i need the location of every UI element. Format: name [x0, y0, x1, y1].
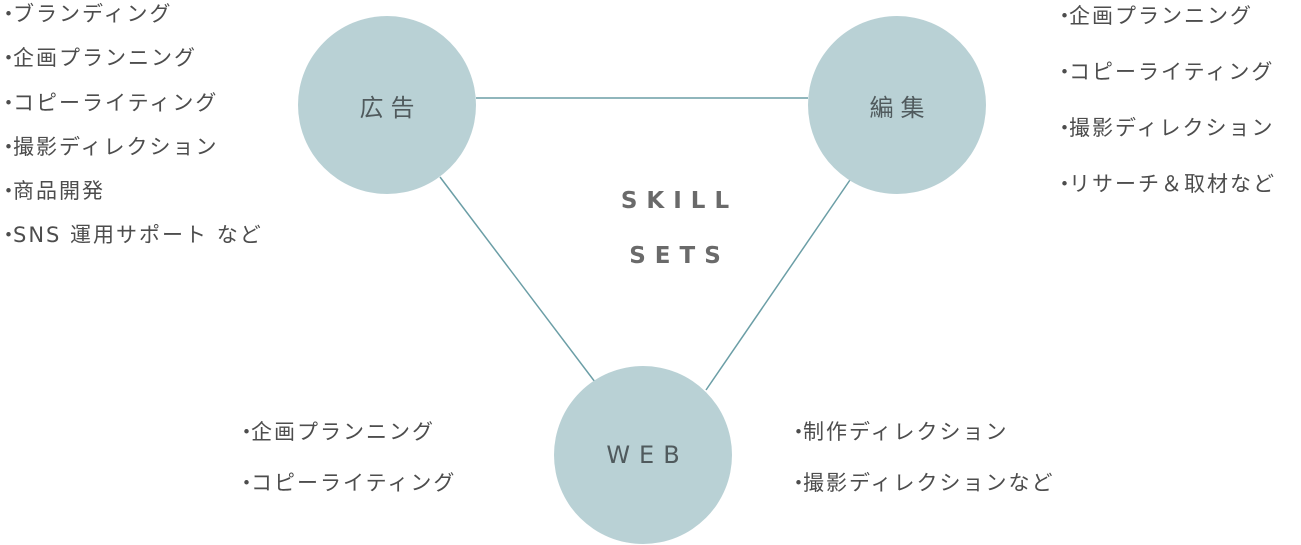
center-title-line-2: SETS [629, 243, 730, 269]
list-item: ・商品開発 [0, 173, 263, 217]
list-item-label: 企画プランニング [251, 420, 435, 444]
list-item-label: リサーチ＆取材など [1069, 172, 1276, 196]
bullet: ・ [0, 223, 21, 248]
list-item: ・コピーライティング [0, 85, 263, 129]
bullet: ・ [236, 420, 259, 444]
list-item: ・ブランディング [0, 0, 263, 40]
bullet: ・ [1054, 4, 1077, 28]
bullet: ・ [0, 2, 21, 26]
center-title-line-1: SKILL [620, 188, 739, 214]
list-item-label: 制作ディレクション [803, 420, 1009, 444]
bullet: ・ [0, 134, 21, 159]
connector-ad-web [439, 176, 596, 383]
list-item: ・リサーチ＆取材など [1052, 166, 1276, 222]
list-item-label: SNS 運用サポート など [13, 223, 263, 248]
bullet: ・ [0, 179, 21, 204]
list-item: ・コピーライティング [1052, 54, 1276, 110]
connector-edit-web [705, 179, 851, 391]
bullet: ・ [236, 471, 259, 495]
list-item: ・撮影ディレクションなど [786, 465, 1055, 516]
list-item: ・SNS 運用サポート など [0, 217, 263, 261]
list-item-label: 商品開発 [13, 179, 105, 204]
node-edit-label: 編集 [869, 93, 932, 122]
node-edit: 編集 [808, 16, 986, 194]
list-item-label: コピーライティング [13, 90, 219, 115]
node-web: WEB [554, 366, 732, 544]
list-item-label: 撮影ディレクション [1069, 116, 1275, 140]
bullet: ・ [788, 471, 811, 495]
web-skill-list-right: ・制作ディレクション ・撮影ディレクションなど [786, 414, 1055, 516]
list-item-label: 撮影ディレクションなど [803, 471, 1055, 495]
bullet: ・ [1054, 172, 1077, 196]
edit-skill-list: ・企画プランニング ・コピーライティング ・撮影ディレクション ・リサーチ＆取材… [1052, 0, 1276, 222]
web-skill-list-left: ・企画プランニング ・コピーライティング [234, 414, 456, 516]
list-item: ・コピーライティング [234, 465, 456, 516]
ad-skill-list: ・ブランディング ・企画プランニング ・コピーライティング ・撮影ディレクション… [0, 0, 263, 262]
node-ad-label: 広告 [359, 93, 422, 122]
list-item-label: 企画プランニング [1069, 4, 1253, 28]
node-web-label: WEB [606, 441, 689, 469]
list-item: ・企画プランニング [1052, 0, 1276, 54]
list-item: ・撮影ディレクション [0, 129, 263, 173]
list-item-label: 撮影ディレクション [13, 134, 219, 159]
list-item-label: コピーライティング [1069, 60, 1275, 84]
list-item-label: コピーライティング [251, 471, 457, 495]
bullet: ・ [0, 90, 21, 115]
list-item: ・撮影ディレクション [1052, 110, 1276, 166]
bullet: ・ [788, 420, 811, 444]
list-item: ・企画プランニング [0, 40, 263, 84]
list-item: ・企画プランニング [234, 414, 456, 465]
node-ad: 広告 [298, 16, 476, 194]
bullet: ・ [1054, 60, 1077, 84]
bullet: ・ [1054, 116, 1077, 140]
list-item-label: 企画プランニング [13, 46, 197, 71]
bullet: ・ [0, 46, 21, 71]
list-item-label: ブランディング [13, 2, 173, 26]
list-item: ・制作ディレクション [786, 414, 1055, 465]
